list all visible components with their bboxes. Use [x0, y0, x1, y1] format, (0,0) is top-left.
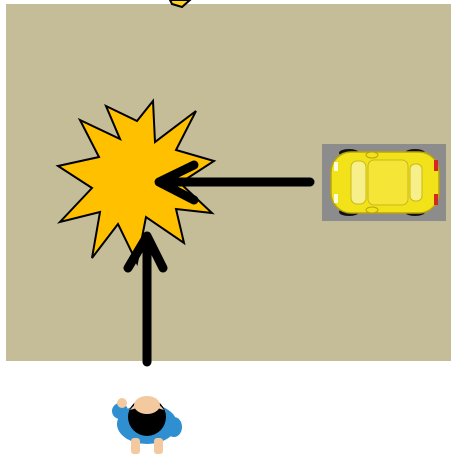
yellow-car-icon — [322, 144, 446, 221]
